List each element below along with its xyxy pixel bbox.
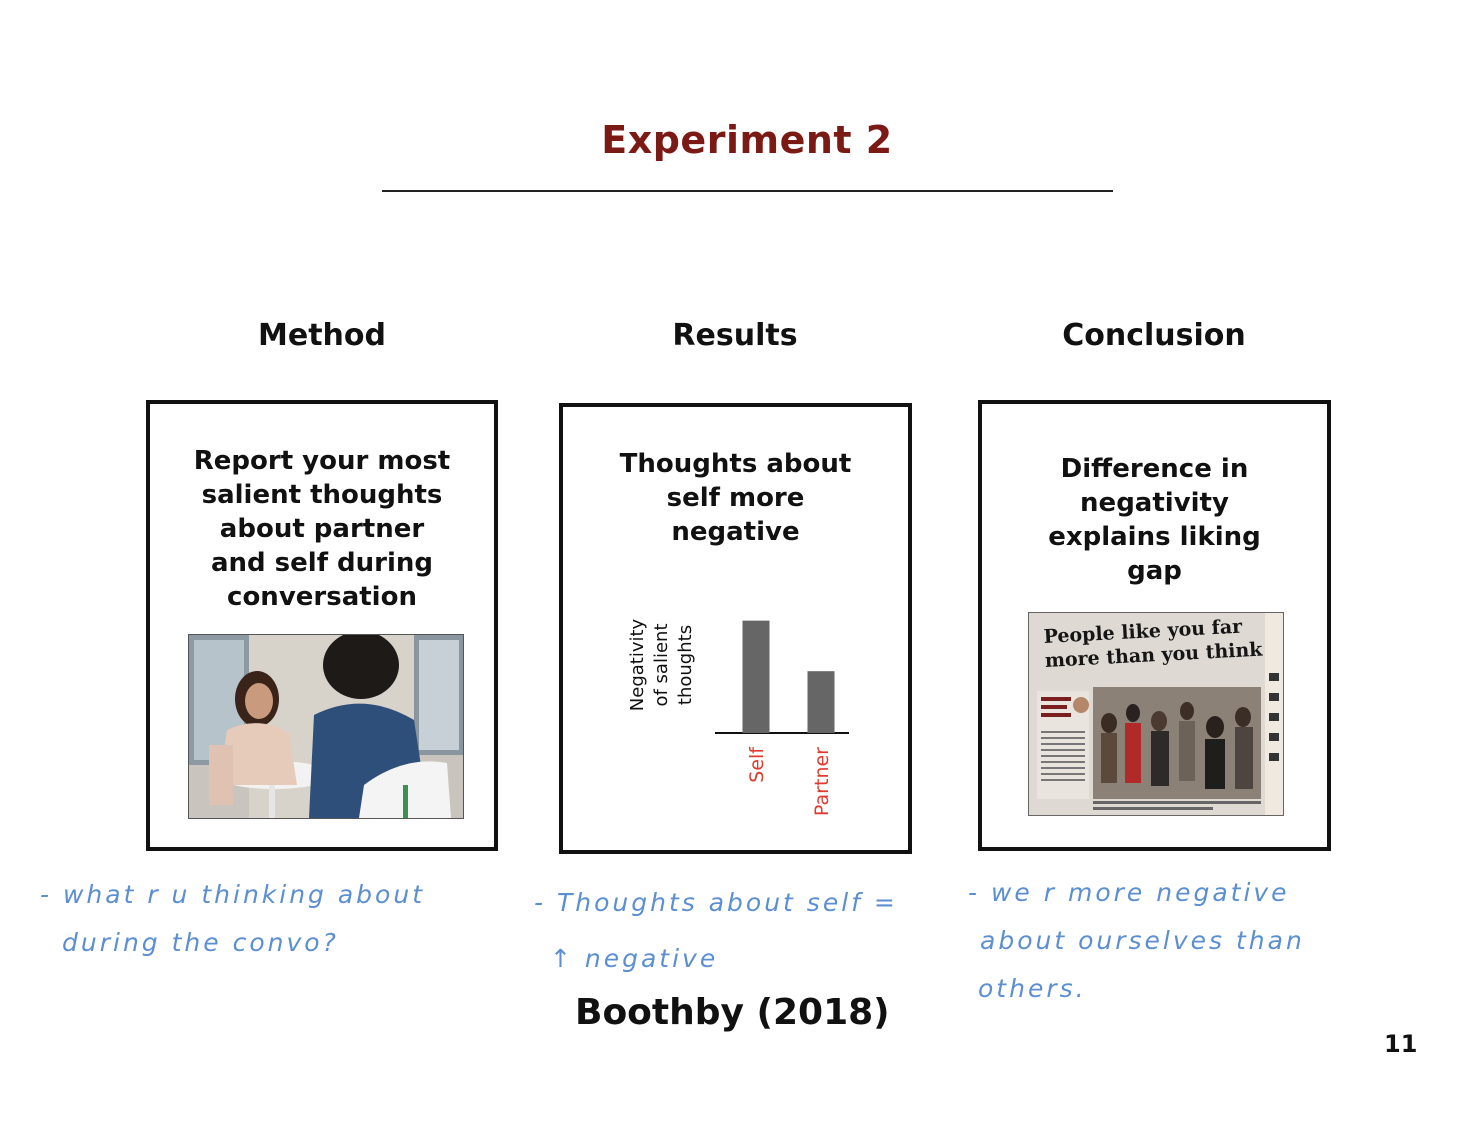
conclusion-note-line: others. — [978, 974, 1087, 1003]
method-panel: Report your most salient thoughts about … — [146, 400, 498, 851]
method-note-line: - what r u thinking about — [40, 880, 425, 909]
conclusion-panel: Difference in negativity explains liking… — [978, 400, 1331, 851]
conversation-photo — [188, 634, 464, 819]
conversation-photo-illustration — [189, 635, 463, 818]
method-heading: Method — [258, 318, 386, 353]
results-heading: Results — [672, 318, 798, 353]
results-bar-chart: Negativity of salient thoughts Self Partn… — [627, 618, 849, 816]
results-note-line: - Thoughts about self = — [534, 888, 898, 917]
method-text-line: salient thoughts — [201, 480, 443, 510]
bar-self — [742, 620, 770, 733]
chart-ylabel-line: thoughts — [675, 625, 696, 705]
results-text-line: Thoughts about — [619, 449, 852, 479]
conclusion-text-line: gap — [1127, 556, 1182, 586]
method-text-line: Report your most — [193, 446, 451, 476]
conclusion-text-line: explains liking — [1048, 522, 1261, 552]
conclusion-text: Difference in negativity explains liking… — [982, 452, 1327, 588]
newspaper-illustration — [1029, 613, 1283, 815]
newspaper-clipping: People like you far more than you think — [1028, 612, 1284, 816]
conclusion-note-line: about ourselves than — [980, 926, 1305, 955]
method-text-line: and self during — [210, 548, 434, 578]
title-divider — [382, 190, 1113, 192]
results-text-line: negative — [671, 517, 800, 547]
citation: Boothby (2018) — [575, 992, 890, 1033]
category-label-partner: Partner — [811, 747, 833, 816]
results-text-line: self more — [666, 483, 805, 513]
method-text: Report your most salient thoughts about … — [150, 444, 494, 614]
slide-title: Experiment 2 — [601, 118, 893, 162]
results-note-line: ↑ negative — [550, 944, 719, 973]
conclusion-note-line: - we r more negative — [968, 878, 1290, 907]
method-text-line: about partner — [219, 514, 425, 544]
method-text-line: conversation — [227, 582, 417, 612]
page-number: 11 — [1384, 1030, 1418, 1058]
category-label-self: Self — [746, 746, 768, 783]
method-note-line: during the convo? — [62, 928, 339, 957]
chart-ylabel-line: of salient — [651, 623, 672, 706]
conclusion-text-line: Difference in — [1060, 454, 1249, 484]
bar-partner — [807, 671, 835, 733]
results-text: Thoughts about self more negative — [563, 447, 908, 549]
chart-ylabel-line: Negativity — [627, 618, 648, 711]
conclusion-text-line: negativity — [1080, 488, 1229, 518]
chart-ylabel: Negativity of salient thoughts — [627, 618, 696, 711]
conclusion-heading: Conclusion — [1062, 318, 1246, 353]
results-panel: Thoughts about self more negative Negati… — [559, 403, 912, 854]
